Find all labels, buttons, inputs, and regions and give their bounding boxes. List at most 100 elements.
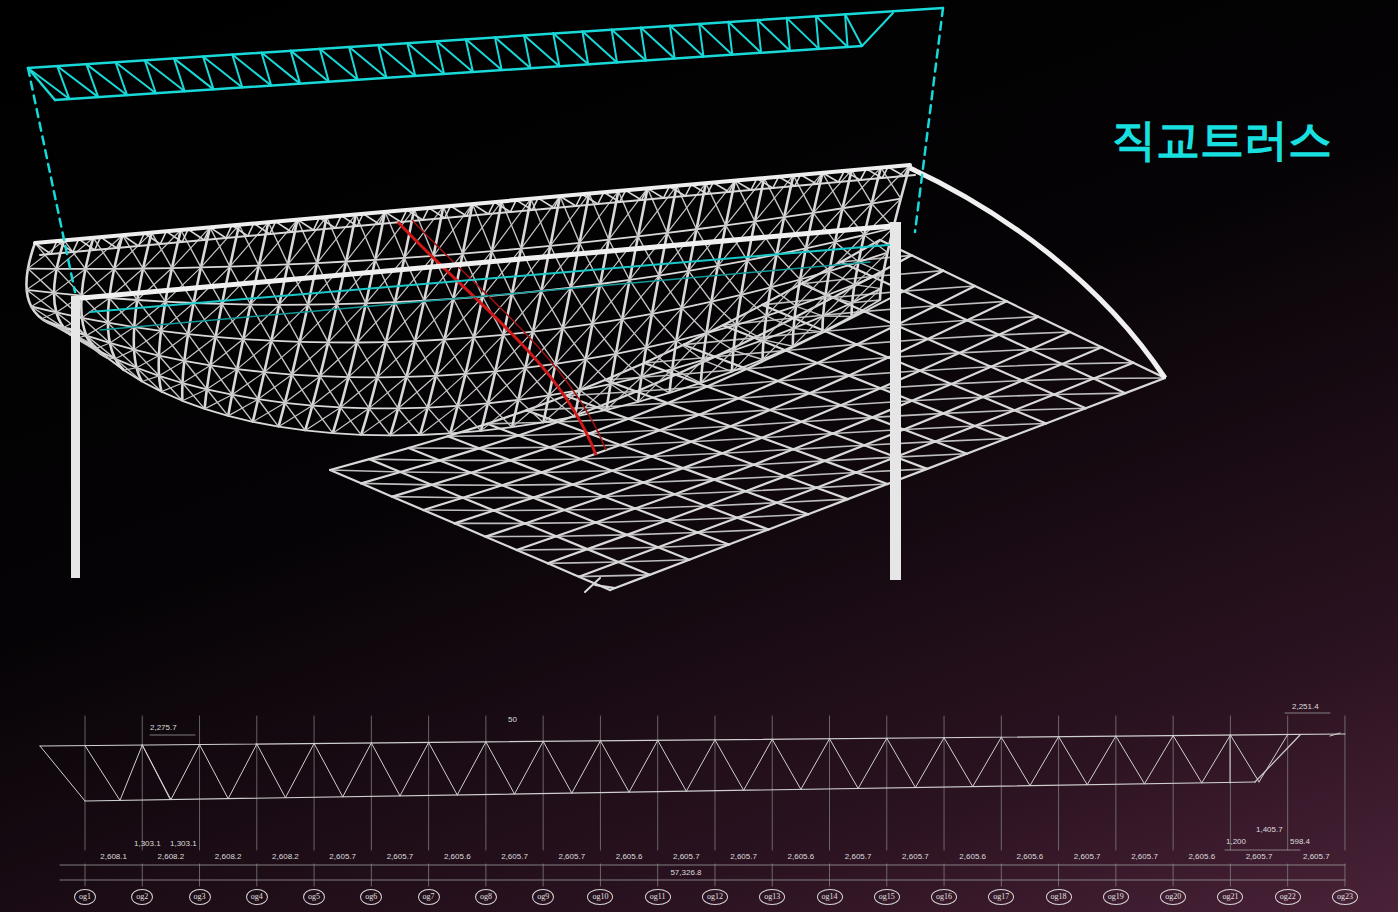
grid-line (85, 716, 86, 850)
grid-member (369, 459, 400, 472)
roof-purlin (28, 268, 57, 270)
grid-member (856, 472, 887, 484)
roof-diagonal (796, 271, 829, 306)
roof-purlin (251, 304, 280, 306)
grid-member (1062, 347, 1102, 364)
grid-member (596, 508, 636, 522)
grid-member (746, 476, 786, 491)
column (890, 222, 901, 580)
grid-member (684, 345, 715, 357)
grid-label: og3 (194, 892, 206, 901)
grid-member (650, 560, 690, 575)
grid-line (428, 716, 429, 850)
roof-diagonal (348, 342, 385, 377)
grid-member (1062, 364, 1094, 379)
grid-member (1094, 379, 1126, 394)
grid-bubble: og2 (131, 889, 153, 905)
roof-diagonal (201, 225, 239, 268)
cad-web (1230, 735, 1231, 783)
grid-member (525, 523, 556, 536)
grid-member (618, 547, 658, 562)
grid-member (809, 376, 848, 394)
roof-purlin (292, 375, 320, 377)
truss-diagonal (291, 51, 329, 82)
roof-diagonal (337, 260, 375, 304)
grid-label: og21 (1222, 892, 1238, 901)
grid-member (849, 358, 888, 376)
roof-diagonal (237, 341, 271, 369)
grid-member (904, 413, 944, 429)
roof-diagonal (406, 340, 444, 377)
roof-diagonal (872, 165, 910, 204)
grid-member (635, 494, 675, 508)
grid-label: og4 (251, 892, 263, 901)
grid-label: og13 (764, 892, 780, 901)
dimension-line (60, 880, 1345, 881)
grid-member (510, 460, 541, 472)
grid-member (927, 454, 967, 469)
roof-diagonal (398, 376, 436, 409)
roof-diagonal (726, 178, 764, 225)
grid-bubble: og10 (587, 889, 613, 905)
roof-purlin (420, 433, 450, 435)
grid-member (658, 533, 698, 548)
roof-rib (852, 168, 881, 317)
grid-line (1344, 716, 1345, 850)
grid-member (698, 533, 729, 545)
grid-member (1054, 394, 1086, 408)
grid-diagonal (983, 394, 1054, 397)
grid-member (550, 447, 581, 459)
grid-label: og12 (707, 892, 723, 901)
grid-member (652, 457, 683, 469)
grid-member (400, 472, 431, 485)
cad-web (257, 744, 286, 798)
grid-member (400, 460, 439, 472)
grid-member (502, 485, 533, 497)
grid-diagonal (675, 491, 746, 494)
roof-diagonal (243, 305, 279, 339)
grid-member (817, 363, 849, 376)
roof-purlin (375, 258, 404, 260)
roof-diagonal (796, 306, 823, 316)
roof-diagonal (706, 295, 741, 333)
grid-diagonal (579, 575, 650, 577)
grid-diagonal (330, 470, 400, 472)
roof-diagonal (42, 312, 57, 318)
grid-diagonal (432, 484, 503, 486)
roof-diagonal (784, 173, 822, 217)
roof-diagonal (543, 390, 579, 422)
grid-diagonal (502, 484, 573, 486)
roof-diagonal (641, 341, 676, 377)
grid-diagonal (392, 497, 463, 498)
grid-diagonal (1015, 408, 1086, 410)
roof-purlin (492, 249, 521, 252)
grid-member (856, 457, 896, 472)
grid-line (1287, 864, 1288, 886)
cad-web (658, 740, 687, 791)
dimension-label: 598.4 (1290, 838, 1310, 846)
roof-purlin (57, 268, 86, 270)
roof-diagonal (823, 173, 843, 208)
roof-purlin (279, 427, 306, 431)
dimension-label: 2,608.2 (158, 853, 185, 861)
grid-member (936, 286, 975, 306)
grid-member (825, 331, 857, 344)
roof-diagonal (736, 287, 770, 324)
roof-diagonal (733, 316, 766, 351)
roof-diagonal (386, 301, 424, 342)
grid-line (256, 716, 257, 850)
grid-member (666, 521, 697, 533)
grid-member (620, 430, 659, 445)
roof-purlin (575, 410, 607, 417)
grid-line (543, 716, 544, 850)
grid-line (714, 716, 715, 850)
dimension-line (1285, 713, 1330, 714)
truss-diagonal (261, 53, 300, 84)
roof-diagonal (137, 356, 159, 368)
roof-diagonal (184, 337, 215, 361)
truss-diagonal (728, 22, 761, 53)
grid-diagonal (550, 445, 621, 447)
truss-diagonal (757, 20, 789, 51)
roof-diagonal (42, 319, 76, 338)
grid-member (510, 447, 549, 460)
